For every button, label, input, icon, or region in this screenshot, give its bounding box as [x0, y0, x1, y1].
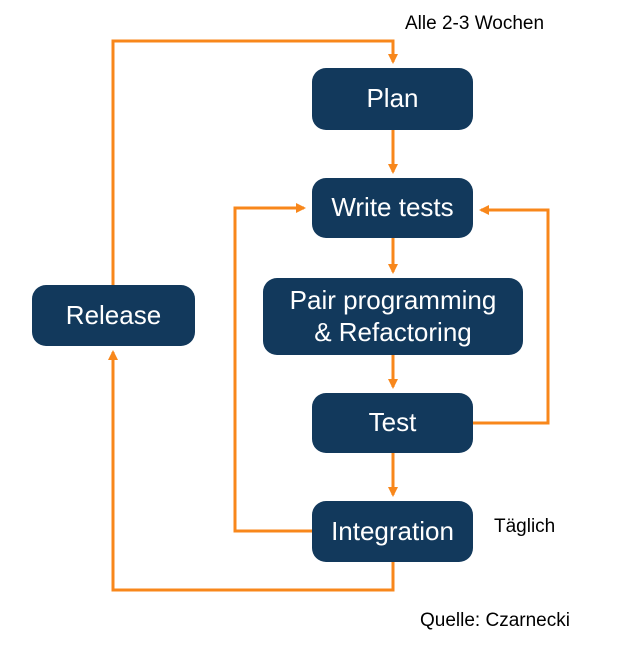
flow-node-pair-programming: Pair programming & Refactoring [263, 278, 523, 355]
source-credit-label: Quelle: Czarnecki [420, 610, 570, 631]
edge-release-to-plan [111, 39, 398, 285]
flow-node-write-tests: Write tests [312, 178, 473, 238]
edge-test-to-write-tests [473, 205, 550, 425]
flow-node-test: Test [312, 393, 473, 453]
cycle-duration-label: Alle 2-3 Wochen [405, 13, 545, 34]
edge-integration-to-write-tests [233, 203, 312, 533]
edge-integration-to-release [108, 350, 395, 592]
flow-node-integration: Integration [312, 501, 473, 562]
flow-node-plan: Plan [312, 68, 473, 130]
flow-node-release: Release [32, 285, 195, 346]
daily-label: Täglich [494, 516, 556, 537]
